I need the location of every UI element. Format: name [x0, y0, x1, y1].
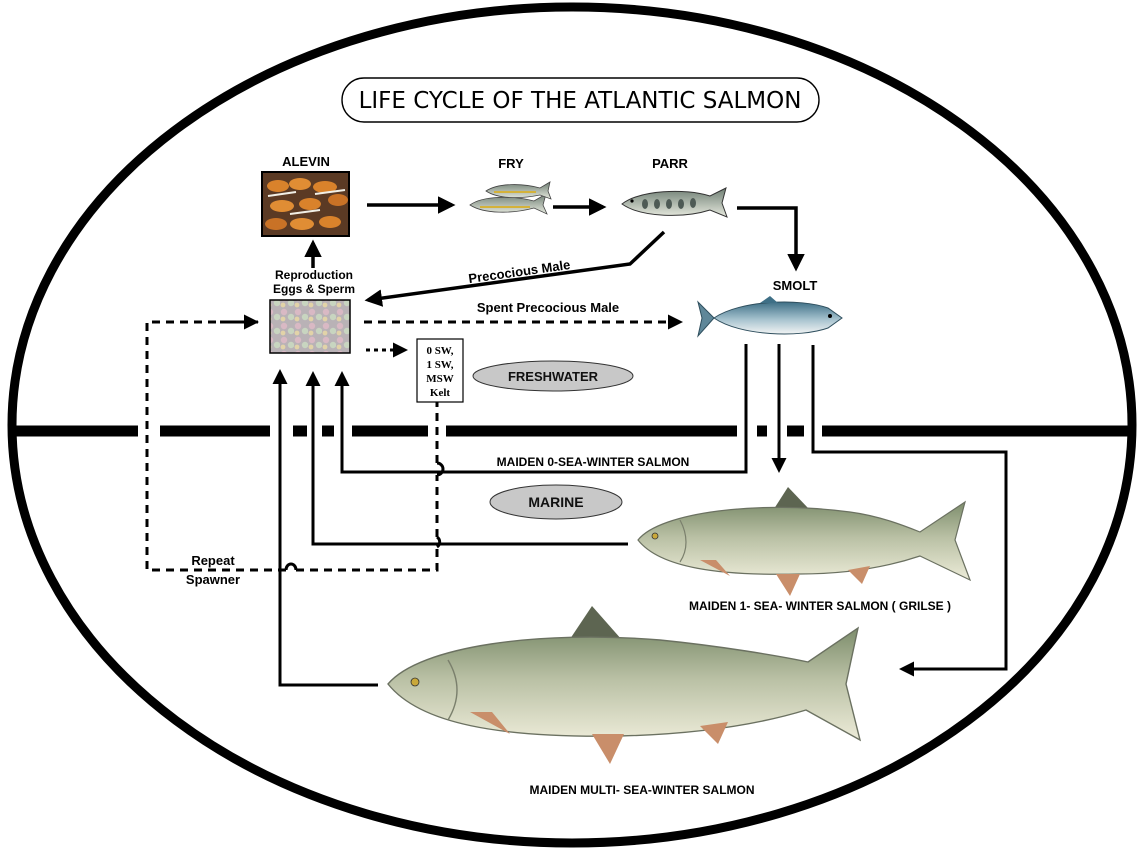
- smolt-image: [698, 296, 842, 336]
- precocious-male-label: Precocious Male: [468, 257, 572, 286]
- freshwater-label: FRESHWATER: [508, 369, 599, 384]
- kelt-line-kelt: Kelt: [430, 387, 450, 399]
- eggs-image: [270, 300, 350, 353]
- fry-label: FRY: [498, 156, 524, 171]
- fry-image: [470, 182, 551, 214]
- page-title: LIFE CYCLE OF THE ATLANTIC SALMON: [359, 88, 802, 114]
- freshwater-zone-badge: FRESHWATER: [473, 361, 633, 391]
- marine-zone-badge: MARINE: [490, 485, 622, 519]
- parr-image: [622, 188, 727, 217]
- smolt-label: SMOLT: [773, 278, 818, 293]
- maiden-0sw-label: MAIDEN 0-SEA-WINTER SALMON: [497, 455, 690, 469]
- kelt-line-1sw: 1 SW,: [426, 359, 453, 371]
- alevin-image: [262, 172, 349, 236]
- msw-fish-image: [388, 606, 860, 764]
- spent-precocious-male-label: Spent Precocious Male: [477, 300, 619, 315]
- cycle-arrows: [313, 205, 796, 300]
- grilse-fish-image: [638, 487, 970, 596]
- alevin-label: ALEVIN: [282, 154, 330, 169]
- return-paths: [280, 344, 1006, 685]
- dashed-arrows: [147, 322, 680, 570]
- reproduction-label: Reproduction: [275, 268, 353, 282]
- parr-label: PARR: [652, 156, 688, 171]
- kelt-box: 0 SW, 1 SW, MSW Kelt: [417, 339, 463, 402]
- kelt-line-msw: MSW: [426, 373, 454, 385]
- crossing-hops: [286, 463, 443, 570]
- eggs-sperm-label: Eggs & Sperm: [273, 282, 355, 296]
- repeat-label: Repeat: [191, 553, 235, 568]
- msw-label: MAIDEN MULTI- SEA-WINTER SALMON: [529, 783, 754, 797]
- spawner-label: Spawner: [186, 572, 240, 587]
- marine-label: MARINE: [528, 494, 583, 510]
- grilse-label: MAIDEN 1- SEA- WINTER SALMON ( GRILSE ): [689, 599, 951, 613]
- title-banner: LIFE CYCLE OF THE ATLANTIC SALMON: [342, 78, 819, 122]
- kelt-line-0sw: 0 SW,: [426, 345, 453, 357]
